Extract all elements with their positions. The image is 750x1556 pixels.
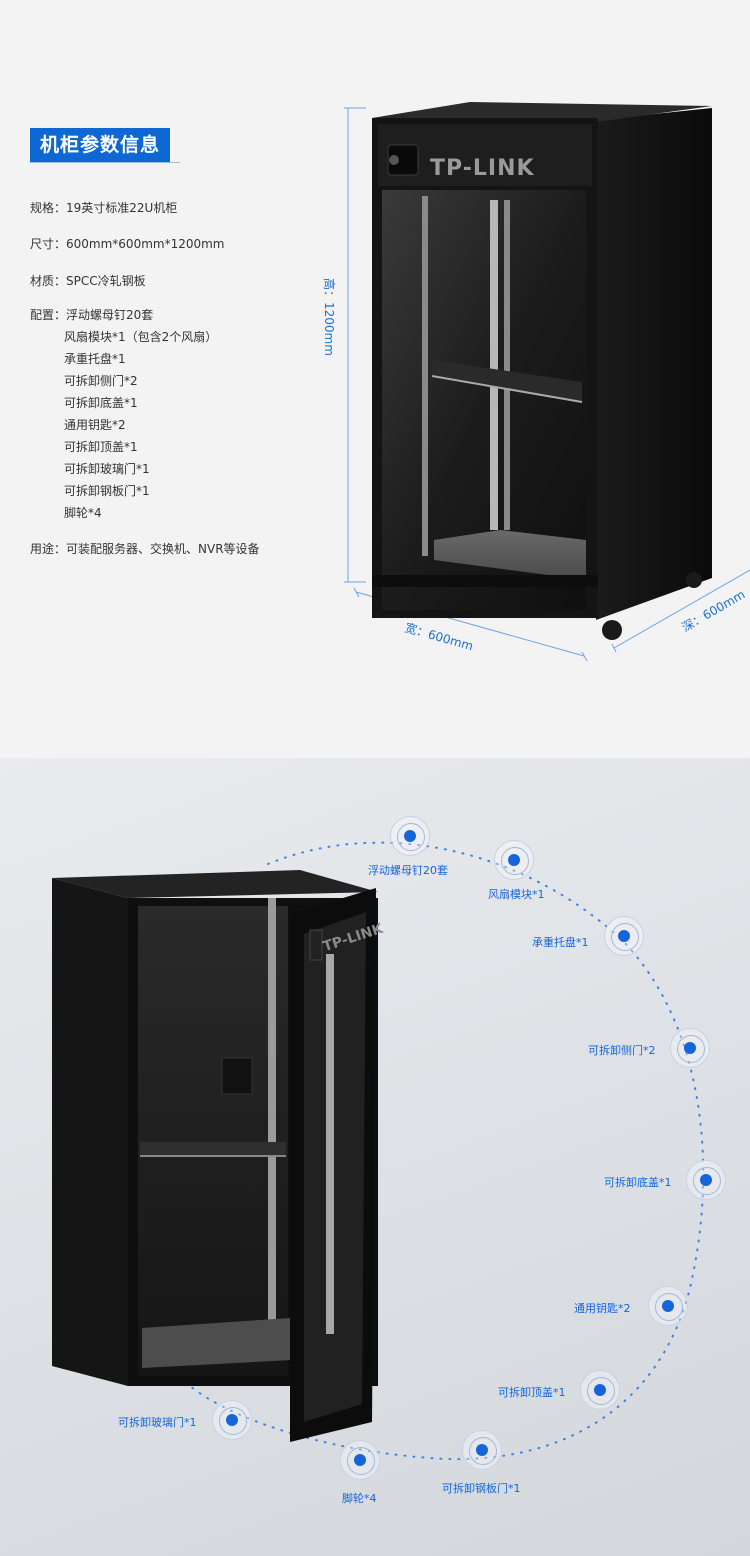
config-item: 风扇模块*1（包含2个风扇） [64, 330, 218, 344]
cabinet-front-illustration [344, 102, 750, 662]
spec-usage: 用途：可装配服务器、交换机、NVR等设备 [30, 542, 260, 556]
spec-material: 材质：SPCC冷轧钢板 [30, 274, 146, 288]
config-item: 承重托盘*1 [64, 352, 126, 366]
cabinet-open-illustration [52, 841, 705, 1460]
callout-marker-icon [462, 1430, 502, 1470]
callout-marker-icon [580, 1370, 620, 1410]
callout-marker-icon [686, 1160, 726, 1200]
brand-logo: TP-LINK [430, 156, 535, 181]
spec-config: 配置：浮动螺母钉20套 [30, 308, 154, 322]
spec-dimensions: 尺寸：600mm*600mm*1200mm [30, 237, 225, 251]
callout-marker-icon [212, 1400, 252, 1440]
config-list: 风扇模块*1（包含2个风扇） 承重托盘*1 可拆卸侧门*2 可拆卸底盖*1 通用… [64, 326, 217, 524]
section-title: 机柜参数信息 [30, 128, 181, 163]
callout-marker-icon [340, 1440, 380, 1480]
config-item: 可拆卸钢板门*1 [64, 484, 150, 498]
callout-marker-icon [604, 916, 644, 956]
callout-marker-icon [390, 816, 430, 856]
config-item: 可拆卸底盖*1 [64, 396, 138, 410]
config-item: 可拆卸侧门*2 [64, 374, 138, 388]
accessories-section: TP-LINK 浮动螺母钉20套 风扇模块*1 承重托盘*1 可拆卸侧门*2 可… [0, 758, 750, 1556]
callout-marker-icon [670, 1028, 710, 1068]
callout-marker-icon [648, 1286, 688, 1326]
callout-marker-icon [494, 840, 534, 880]
specs-section: 机柜参数信息 规格：19英寸标准22U机柜 尺寸：600mm*600mm*120… [0, 0, 750, 758]
dimension-height: 高：1200mm [322, 278, 336, 356]
spec-size-standard: 规格：19英寸标准22U机柜 [30, 201, 178, 215]
config-item: 可拆卸顶盖*1 [64, 440, 138, 454]
config-item: 脚轮*4 [64, 506, 102, 520]
config-item: 通用钥匙*2 [64, 418, 126, 432]
config-item: 可拆卸玻璃门*1 [64, 462, 150, 476]
